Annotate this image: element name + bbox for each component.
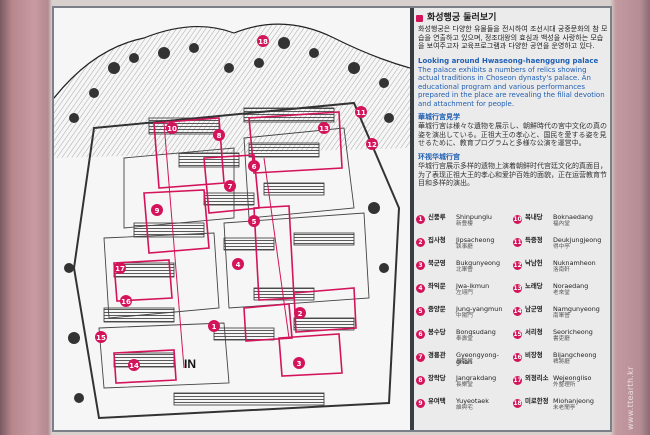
svg-text:12: 12 xyxy=(367,141,377,149)
map-marker-12: 12 xyxy=(366,138,378,150)
panel-divider xyxy=(410,8,414,430)
watermark-text: www.ttearth.kr xyxy=(626,366,635,430)
map-marker-18: 18 xyxy=(257,35,269,47)
courtyard-walls xyxy=(98,127,370,389)
svg-text:5: 5 xyxy=(252,218,257,226)
palace-map: 1 2 3 4 5 6 7 8 9 10 11 12 13 14 15 16 1… xyxy=(54,8,410,430)
map-marker-5: 5 xyxy=(248,215,260,227)
svg-text:3: 3 xyxy=(297,360,302,368)
map-marker-17: 17 xyxy=(114,262,126,274)
title-zh: 环视华城行宫 xyxy=(418,152,460,161)
svg-text:14: 14 xyxy=(129,362,139,370)
svg-text:15: 15 xyxy=(96,334,106,342)
map-marker-2: 2 xyxy=(294,307,306,319)
svg-text:17: 17 xyxy=(115,265,125,273)
map-marker-3: 3 xyxy=(293,357,305,369)
description-en: The palace exhibits a numbers of relics … xyxy=(418,66,605,108)
svg-text:10: 10 xyxy=(167,125,177,133)
mountain-ridge xyxy=(54,23,410,99)
sign-title-ko: 화성행궁 둘러보기 xyxy=(427,13,497,23)
svg-text:8: 8 xyxy=(217,132,222,140)
title-row: 화성행궁 둘러보기 xyxy=(416,13,608,23)
svg-text:4: 4 xyxy=(236,261,241,269)
svg-text:16: 16 xyxy=(121,298,131,306)
map-marker-15: 15 xyxy=(95,331,107,343)
palace-map-illustration: 1 2 3 4 5 6 7 8 9 10 11 12 13 14 15 16 1… xyxy=(54,23,410,420)
svg-text:18: 18 xyxy=(258,38,268,46)
svg-text:13: 13 xyxy=(319,125,329,133)
map-marker-11: 11 xyxy=(355,106,367,118)
trees xyxy=(64,37,394,403)
map-marker-16: 16 xyxy=(120,295,132,307)
title-marker-icon xyxy=(416,14,423,22)
svg-text:2: 2 xyxy=(298,310,303,318)
route-highlights xyxy=(113,111,357,384)
map-marker-9: 9 xyxy=(151,204,163,216)
map-markers: 1 2 3 4 5 6 7 8 9 10 11 12 13 14 15 16 1… xyxy=(95,35,378,371)
map-marker-13: 13 xyxy=(318,122,330,134)
map-marker-14: 14 xyxy=(128,359,140,371)
map-marker-1: 1 xyxy=(208,320,220,332)
info-panel: 화성행궁 둘러보기 화성행궁은 다양한 유물들을 전시하여 조선시대 궁중문화의… xyxy=(416,10,608,428)
title-ja: 華城行宮見学 xyxy=(418,113,460,122)
svg-text:6: 6 xyxy=(252,163,257,171)
description-ja: 華城行宮は様々な遺物を展示し、朝鮮時代の宮中文化の真の姿を演出している。正祖大王… xyxy=(418,122,607,148)
svg-text:7: 7 xyxy=(228,183,233,191)
map-marker-10: 10 xyxy=(166,122,178,134)
entrance-label: IN xyxy=(184,357,196,371)
svg-text:9: 9 xyxy=(155,207,160,215)
description-ko: 화성행궁은 다양한 유물들을 전시하여 조선시대 궁중문화의 참 모습을 연출하… xyxy=(418,25,608,51)
description-zh: 华城行宫展示多样的遗物上演着朝鲜时代宫廷文化的真面目，为了表现正祖大王的孝心和爱… xyxy=(418,162,607,187)
svg-text:1: 1 xyxy=(212,323,217,331)
map-marker-7: 7 xyxy=(224,180,236,192)
title-en: Looking around Hwaseong-haenggung palace xyxy=(418,56,599,65)
map-marker-4: 4 xyxy=(232,258,244,270)
map-marker-6: 6 xyxy=(248,160,260,172)
map-marker-8: 8 xyxy=(213,129,225,141)
building-blocks xyxy=(103,107,355,406)
outer-wall xyxy=(72,101,401,420)
svg-text:11: 11 xyxy=(356,109,366,117)
mountain-hill xyxy=(54,24,410,158)
